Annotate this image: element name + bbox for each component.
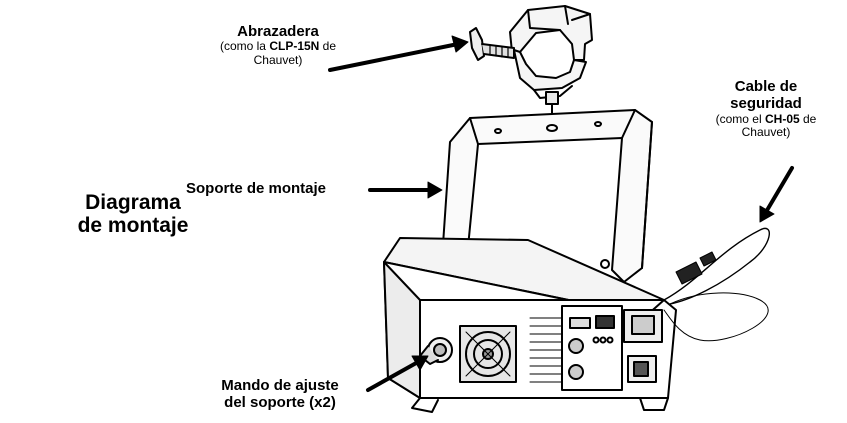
knob-label-line1: Mando de ajuste (221, 377, 339, 394)
bracket-label: Soporte de montaje (186, 180, 327, 197)
knob-arrow (366, 360, 420, 392)
clamp-illustration (469, 5, 593, 115)
callout-arrows (328, 35, 794, 392)
diagram-title-line1: Diagrama (85, 191, 181, 214)
diagram-title: Diagrama de montaje (48, 191, 218, 237)
safety-cable-note-suffix: de (799, 111, 817, 126)
knob-label-line2: del soporte (x2) (224, 394, 336, 412)
clamp-note-prefix: (como la (219, 39, 270, 54)
safety-cable-label-line2: seguridad (730, 95, 802, 113)
safety-cable-illustration (663, 227, 770, 342)
clamp-note-line2: Chauvet) (253, 53, 303, 68)
clamp-note: (como la CLP-15N de (188, 39, 368, 54)
knob-callout: Mando de ajuste del soporte (x2) (190, 377, 370, 412)
safety-cable-note: (como el CH-05 de (692, 111, 840, 127)
clamp-note-suffix: de (319, 39, 337, 54)
safety-cable-arrow (764, 166, 794, 214)
safety-cable-label-line1: Cable de (734, 78, 798, 95)
clamp-note-model: CLP-15N (269, 39, 320, 54)
clamp-arrow (328, 42, 460, 72)
diagram-title-line2: de montaje (77, 214, 189, 238)
safety-cable-note-prefix: (como el (715, 111, 765, 126)
safety-cable-note-line2: Chauvet) (741, 125, 791, 140)
clamp-label: Abrazadera (237, 23, 319, 40)
safety-cable-callout: Cable de seguridad (como el CH-05 de Cha… (692, 78, 840, 140)
clamp-callout: Abrazadera (como la CLP-15N de Chauvet) (188, 23, 368, 68)
safety-cable-note-model: CH-05 (764, 111, 800, 126)
